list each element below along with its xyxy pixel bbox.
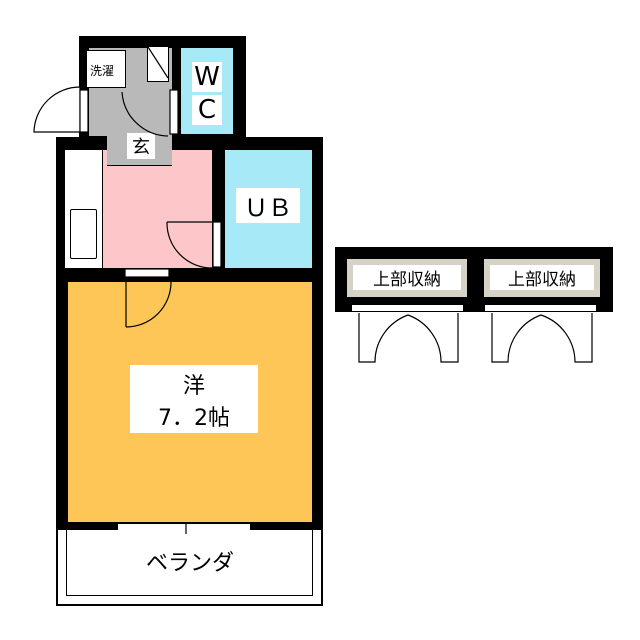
- wc-label-w: W: [192, 62, 222, 92]
- room-door-opening: [124, 268, 170, 278]
- front-door-swing: [33, 86, 81, 133]
- storage-left-label: 上部収納: [353, 265, 461, 290]
- bath-door-opening: [212, 221, 222, 268]
- entrance-door-swing: [121, 91, 169, 137]
- wc-label-c: C: [192, 95, 222, 125]
- balcony-inner: [66, 530, 313, 596]
- front-door-opening: [79, 89, 89, 133]
- bath-door-swing: [166, 221, 213, 269]
- balcony-label: ベランダ: [120, 545, 260, 577]
- storage-right-door-swing: [491, 313, 593, 363]
- storage-left-rail: [351, 304, 464, 312]
- sink: [70, 209, 97, 259]
- western-room-name: 洋: [182, 374, 205, 399]
- western-room-size: 7．2帖: [158, 406, 230, 431]
- kitchen-room: [103, 150, 212, 268]
- wc-door-opening: [169, 89, 179, 135]
- western-label-bg: [130, 365, 258, 433]
- bath-label: ＵＢ: [236, 188, 300, 223]
- laundry-label: 洗濯: [90, 62, 115, 79]
- room-door-swing: [125, 281, 172, 328]
- shoe-box-line: [147, 46, 169, 79]
- entrance-label: 玄: [127, 133, 155, 159]
- storage-right-label: 上部収納: [490, 265, 594, 290]
- storage-right-rail: [484, 304, 597, 312]
- storage-left-door-swing: [358, 313, 459, 363]
